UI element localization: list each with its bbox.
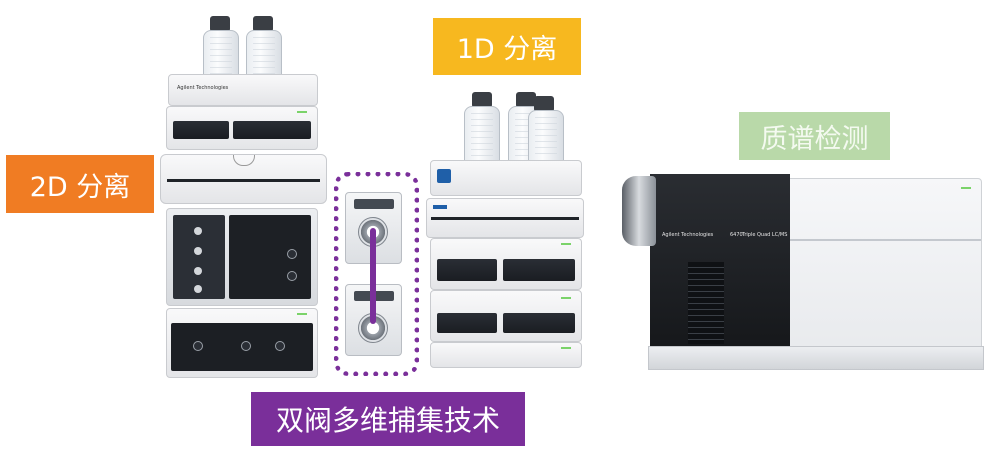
- solvent-tray: [430, 160, 582, 196]
- bottle-cap: [253, 16, 273, 32]
- ms-model: 6470: [730, 232, 743, 238]
- solvent-tray: Agilent Technologies: [168, 74, 318, 106]
- column-module: [430, 290, 582, 342]
- lc-stack-1d: [424, 92, 584, 372]
- bottle-cap: [210, 16, 230, 32]
- label-2d-separation: 2D 分离: [6, 155, 154, 213]
- ms-front-panel: Agilent Technologies 6470 Triple Quad LC…: [650, 174, 790, 346]
- autosampler-module: [160, 154, 327, 204]
- bottle-cap: [534, 96, 554, 112]
- ms-brand: Agilent Technologies: [662, 232, 714, 238]
- bottle-cap: [472, 92, 492, 108]
- column-compartment: [166, 208, 318, 306]
- ms-base: [648, 346, 984, 370]
- dual-valve-box: [334, 172, 419, 376]
- pump-module: [430, 238, 582, 290]
- solvent-bottle: [528, 110, 564, 164]
- ms-body: [780, 178, 982, 370]
- bottle-cap: [516, 92, 536, 108]
- lc-stack-2d: Agilent Technologies: [160, 8, 327, 378]
- ion-source: [622, 176, 656, 246]
- mass-spectrometer: Agilent Technologies 6470 Triple Quad LC…: [620, 168, 1002, 372]
- solvent-bottle: [203, 30, 239, 80]
- pump-module: [166, 106, 318, 150]
- solvent-bottle: [246, 30, 282, 80]
- ms-model-name: Triple Quad LC/MS: [742, 232, 788, 238]
- valve-connector-line: [370, 228, 376, 324]
- label-ms-detection: 质谱检测: [739, 112, 890, 160]
- brand-label: Agilent Technologies: [177, 85, 229, 91]
- label-dual-valve-technology: 双阀多维捕集技术: [251, 392, 525, 446]
- base-module: [430, 342, 582, 368]
- autosampler-module: [426, 198, 584, 238]
- solvent-bottle: [464, 106, 500, 164]
- detector-module: [166, 308, 318, 378]
- label-1d-separation: 1D 分离: [433, 18, 581, 75]
